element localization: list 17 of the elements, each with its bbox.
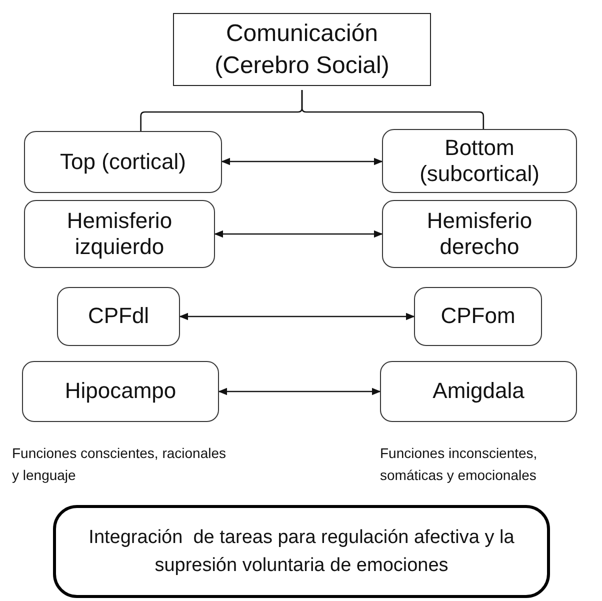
rounded-box: Hemisferio izquierdo xyxy=(24,200,215,268)
double-arrow xyxy=(179,312,415,320)
rounded-box: CPFom xyxy=(414,287,542,346)
rounded-box: Top (cortical) xyxy=(24,131,222,193)
rounded-box: Hipocampo xyxy=(22,361,219,422)
summary-box: Integración de tareas para regulación afectiva y la supresión voluntaria de emociones xyxy=(53,505,550,598)
note-text: Funciones conscientes, racionales y lenguaje xyxy=(12,444,226,485)
note-text: Funciones inconscientes, somáticas y emocionales xyxy=(380,444,538,485)
double-arrow xyxy=(221,158,383,166)
rounded-box: CPFdl xyxy=(57,287,180,346)
rounded-box: Amigdala xyxy=(380,361,577,422)
rounded-box: Bottom (subcortical) xyxy=(382,129,577,193)
double-arrow xyxy=(214,230,383,238)
title-box: Comunicación (Cerebro Social) xyxy=(173,13,431,86)
rounded-box: Hemisferio derecho xyxy=(382,200,577,268)
bracket-connector xyxy=(301,90,484,129)
double-arrow xyxy=(218,388,381,396)
